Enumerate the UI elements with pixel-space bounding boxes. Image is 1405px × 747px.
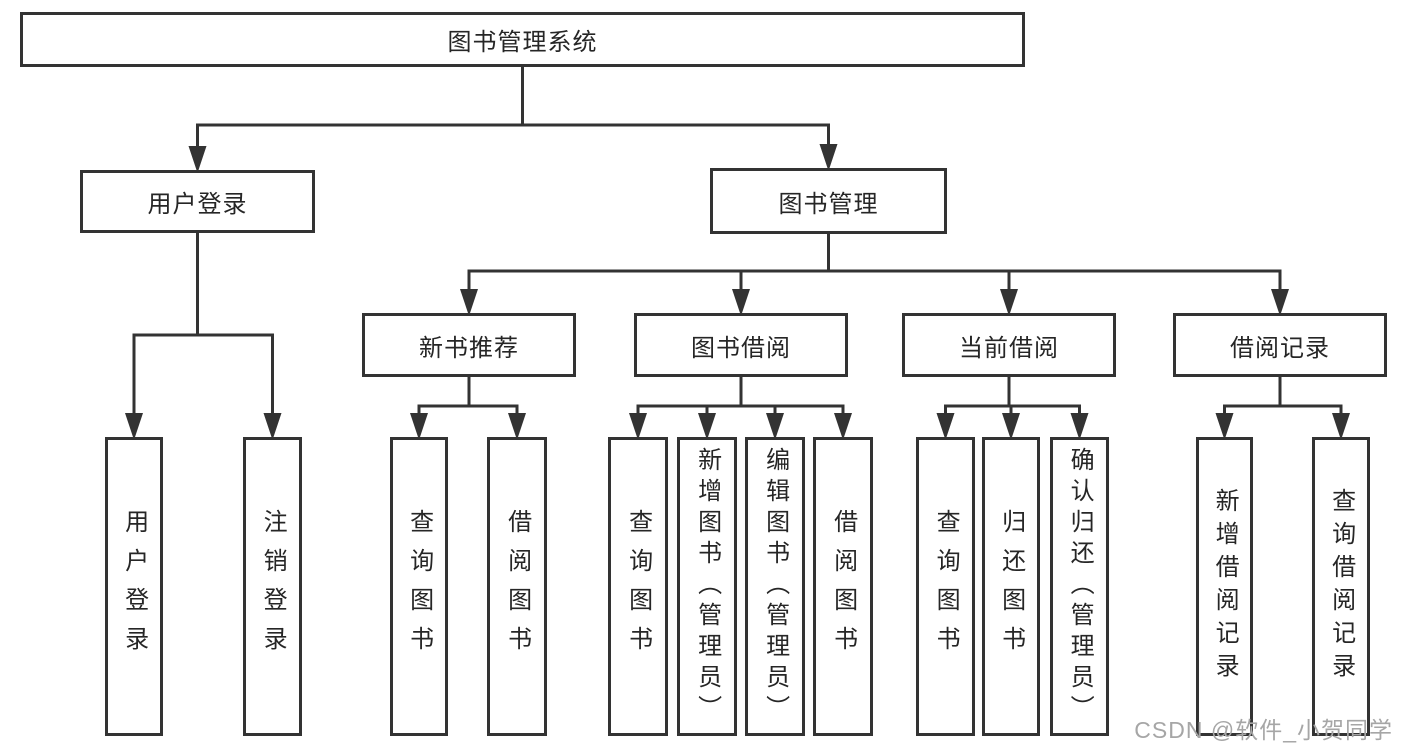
connector-current-borrow (944, 377, 1081, 418)
arrowhead-leaf-add-record (1215, 413, 1234, 440)
node-borrow-records: 借阅记录 (1173, 313, 1387, 377)
connector-root (196, 67, 830, 151)
arrowhead-book-borrow (732, 289, 750, 316)
node-book-mgmt: 图书管理 (710, 168, 947, 234)
node-leaf-user-login: 用户登录 (105, 437, 163, 736)
node-leaf-query-book-3-label: 查询图书 (932, 508, 960, 665)
connector-new-book-rec (417, 377, 519, 418)
node-leaf-add-record-label: 新增借阅记录 (1211, 487, 1239, 686)
node-book-borrow-label: 图书借阅 (691, 334, 791, 362)
node-user-login-label: 用户登录 (147, 191, 248, 218)
connector-book-borrow (636, 377, 845, 418)
node-leaf-query-book-1-label: 查询图书 (405, 508, 433, 665)
node-book-mgmt-label: 图书管理 (778, 190, 879, 218)
node-leaf-add-book: 新增图书（管理员） (677, 437, 737, 736)
node-new-book-rec-label: 新书推荐 (419, 334, 519, 362)
arrowhead-user-login (188, 146, 207, 173)
arrowhead-leaf-borrow-book-2 (834, 413, 852, 440)
node-root: 图书管理系统 (20, 12, 1025, 67)
node-current-borrow-label: 当前借阅 (959, 334, 1059, 362)
arrowhead-book-mgmt (819, 144, 838, 171)
node-new-book-rec: 新书推荐 (362, 313, 576, 377)
node-leaf-query-book-2-label: 查询图书 (624, 508, 652, 665)
watermark-text: CSDN @软件_小贺同学 (1134, 717, 1393, 743)
node-leaf-edit-book: 编辑图书（管理员） (745, 437, 805, 736)
node-leaf-borrow-book-2: 借阅图书 (813, 437, 873, 736)
node-leaf-logout: 注销登录 (243, 437, 302, 736)
arrowhead-leaf-edit-book (766, 413, 784, 440)
arrowhead-leaf-logout (263, 413, 282, 440)
connector-borrow-records (1223, 377, 1343, 418)
node-root-label: 图书管理系统 (447, 29, 598, 56)
node-leaf-confirm-return-label: 确认归还（管理员） (1066, 447, 1094, 726)
arrowhead-leaf-add-book (698, 413, 716, 440)
arrowhead-leaf-query-book-3 (936, 413, 955, 440)
node-leaf-logout-label: 注销登录 (259, 508, 287, 665)
node-book-borrow: 图书借阅 (634, 313, 848, 377)
connector-user-login (132, 233, 274, 418)
node-leaf-confirm-return: 确认归还（管理员） (1050, 437, 1109, 736)
node-user-login: 用户登录 (80, 170, 315, 233)
node-leaf-query-book-1: 查询图书 (390, 437, 448, 736)
node-leaf-add-book-label: 新增图书（管理员） (693, 447, 721, 726)
connector-book-mgmt (467, 234, 1282, 294)
node-leaf-borrow-book-1-label: 借阅图书 (503, 508, 531, 665)
arrowhead-leaf-query-book-1 (410, 413, 428, 440)
node-current-borrow: 当前借阅 (902, 313, 1116, 377)
node-leaf-add-record: 新增借阅记录 (1196, 437, 1253, 736)
node-leaf-edit-book-label: 编辑图书（管理员） (761, 447, 789, 726)
arrowhead-leaf-return-book (1002, 413, 1020, 440)
node-leaf-user-login-label: 用户登录 (120, 508, 148, 665)
arrowhead-borrow-records (1271, 289, 1289, 316)
arrowhead-leaf-query-record (1332, 413, 1350, 440)
node-leaf-borrow-book-2-label: 借阅图书 (829, 508, 857, 665)
arrowhead-leaf-query-book-2 (629, 413, 647, 440)
node-borrow-records-label: 借阅记录 (1230, 334, 1330, 362)
node-leaf-return-book: 归还图书 (982, 437, 1040, 736)
arrowhead-leaf-confirm-return (1070, 413, 1089, 440)
arrowhead-leaf-borrow-book-1 (508, 413, 526, 440)
arrowhead-leaf-user-login (125, 413, 143, 440)
node-leaf-borrow-book-1: 借阅图书 (487, 437, 547, 736)
arrowhead-current-borrow (1000, 289, 1018, 316)
node-leaf-return-book-label: 归还图书 (997, 508, 1025, 665)
node-leaf-query-book-2: 查询图书 (608, 437, 668, 736)
arrowhead-new-book-rec (460, 289, 478, 316)
node-leaf-query-record-label: 查询借阅记录 (1327, 487, 1355, 686)
node-leaf-query-record: 查询借阅记录 (1312, 437, 1370, 736)
node-leaf-query-book-3: 查询图书 (916, 437, 975, 736)
